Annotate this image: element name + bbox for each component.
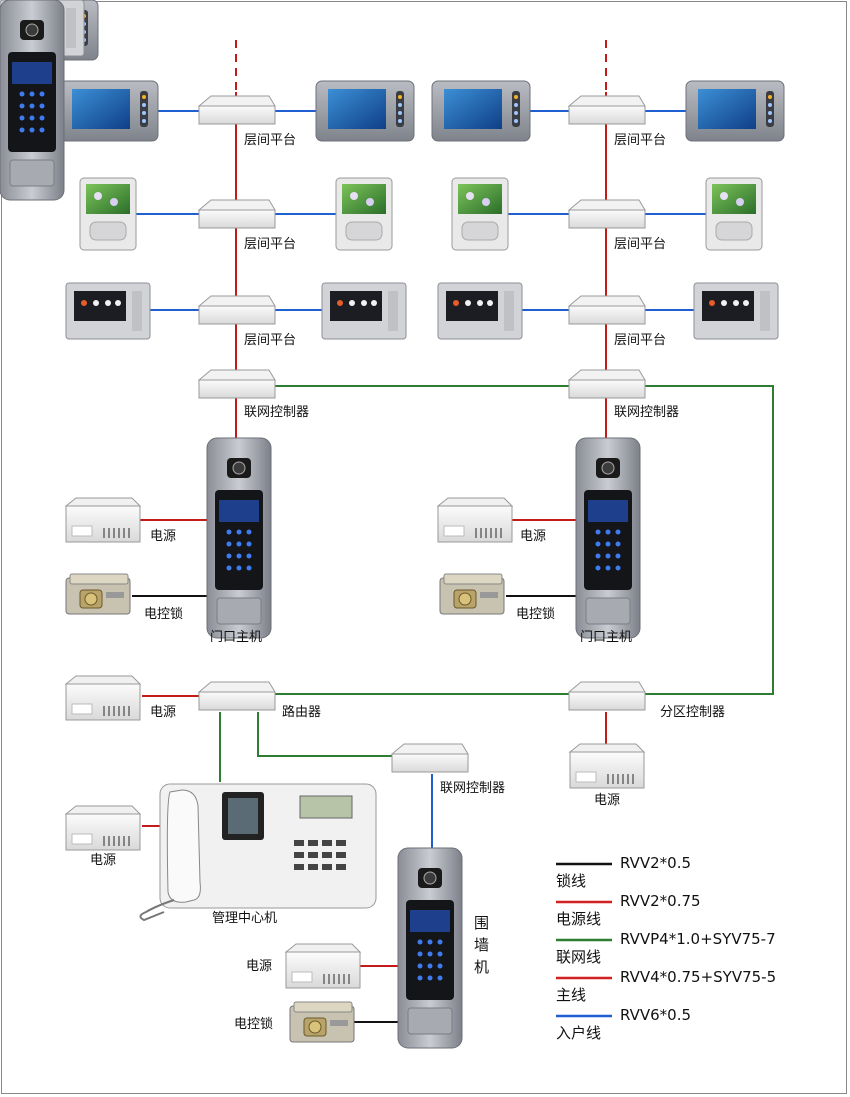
power-supply (65, 497, 141, 543)
network-line-loop (275, 385, 774, 695)
legend-name: 电源线 (556, 910, 601, 928)
network-controller-box (568, 369, 646, 399)
label-power: 电源 (150, 529, 176, 544)
indoor-monitor (451, 177, 509, 251)
label-floor-platform: 层间平台 (244, 237, 296, 252)
label-network-controller: 联网控制器 (244, 405, 309, 420)
legend-name: 锁线 (556, 872, 586, 890)
floor-platform-box (198, 295, 276, 325)
label-zone-controller: 分区控制器 (660, 705, 725, 720)
power-supply (65, 675, 141, 721)
label-door-unit: 门口主机 (580, 630, 632, 645)
label-router: 路由器 (282, 704, 321, 720)
wall-station (397, 847, 463, 1049)
label-floor-platform: 层间平台 (614, 237, 666, 252)
network-controller-box (198, 369, 276, 399)
door-station (575, 437, 641, 639)
indoor-monitor (693, 282, 779, 340)
floor-platform-box (568, 295, 646, 325)
wire-legend: RVV2*0.5 锁线 RVV2*0.75 电源线 RVVP4*1.0+SYV75-7 联… (556, 854, 776, 1042)
electric-lock (439, 573, 505, 615)
indoor-monitor (321, 282, 407, 340)
label-electric-lock: 电控锁 (144, 606, 183, 622)
label-floor-platform: 层间平台 (614, 333, 666, 348)
legend-spec: RVV2*0.5 (620, 854, 691, 872)
label-electric-lock: 电控锁 (234, 1016, 273, 1032)
label-power: 电源 (246, 959, 272, 974)
legend-name: 入户线 (556, 1024, 601, 1042)
power-supply (437, 497, 513, 543)
label-power: 电源 (594, 793, 620, 808)
zone-controller-box (568, 681, 646, 711)
legend-spec: RVV4*0.75+SYV75-5 (620, 968, 776, 986)
network-line (257, 712, 392, 757)
power-supply (65, 805, 141, 851)
indoor-monitor (79, 177, 137, 251)
floor-platform-box (568, 199, 646, 229)
legend-spec: RVV6*0.5 (620, 1006, 691, 1024)
label-management-center: 管理中心机 (212, 911, 277, 926)
label-power: 电源 (90, 853, 116, 868)
power-supply (569, 743, 645, 789)
floor-platform-box (198, 199, 276, 229)
floor-platform-box (198, 95, 276, 125)
indoor-monitor (59, 80, 159, 142)
legend-spec: RVVP4*1.0+SYV75-7 (620, 930, 776, 948)
management-center-unit (139, 783, 377, 922)
label-floor-platform: 层间平台 (244, 333, 296, 348)
label-electric-lock: 电控锁 (516, 606, 555, 622)
door-station (206, 437, 272, 639)
network-controller-box (391, 743, 469, 773)
label-door-unit: 门口主机 (210, 630, 262, 645)
wiring (132, 40, 774, 1023)
label-power: 电源 (520, 529, 546, 544)
label-floor-platform: 层间平台 (614, 133, 666, 148)
router-box (198, 681, 276, 711)
legend-spec: RVV2*0.75 (620, 892, 701, 910)
indoor-monitor (705, 177, 763, 251)
label-power: 电源 (150, 705, 176, 720)
legend-name: 主线 (556, 986, 586, 1004)
indoor-monitor (65, 282, 151, 340)
indoor-monitor (431, 80, 531, 142)
electric-lock (65, 573, 131, 615)
power-supply (285, 943, 361, 989)
indoor-monitor (685, 80, 785, 142)
label-network-controller: 联网控制器 (440, 781, 505, 796)
label-wall-unit: 围墙机 (474, 914, 489, 976)
electric-lock (289, 1001, 355, 1043)
legend-name: 联网线 (556, 948, 601, 966)
indoor-monitor (335, 177, 393, 251)
indoor-monitor (315, 80, 415, 142)
indoor-monitor (437, 282, 523, 340)
label-network-controller: 联网控制器 (614, 405, 679, 420)
floor-platform-box (568, 95, 646, 125)
label-floor-platform: 层间平台 (244, 133, 296, 148)
